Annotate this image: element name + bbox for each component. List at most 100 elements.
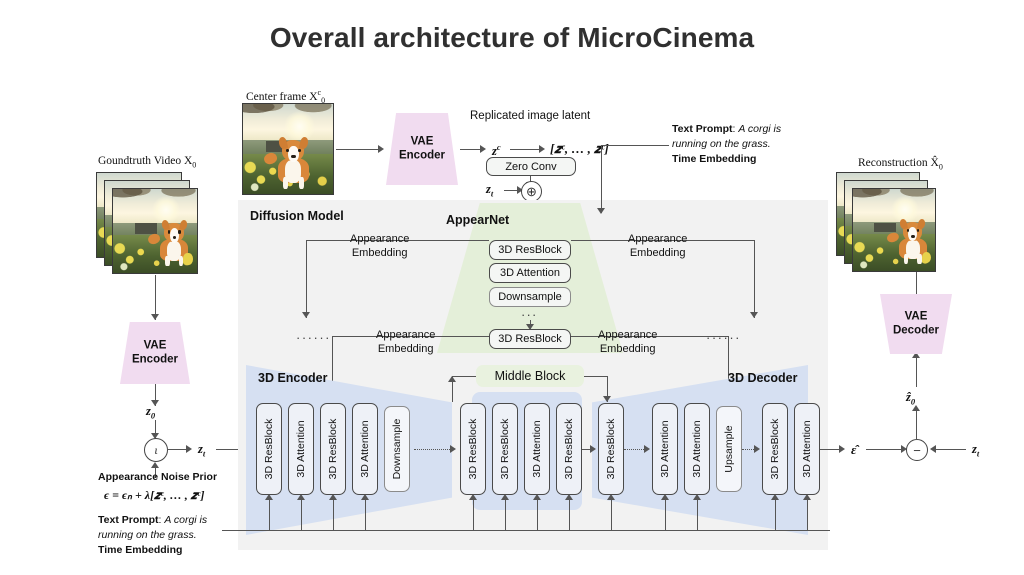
arrowhead — [839, 445, 845, 453]
decoder-block-3-upsample[interactable]: Upsample — [716, 406, 742, 492]
appearance-embedding-line-left-bottom — [332, 336, 489, 337]
line-epshat-to-minus — [866, 449, 904, 450]
encoder-block-2[interactable]: 3D ResBlock — [320, 403, 346, 495]
noise-operator: ι — [144, 438, 168, 462]
appearance-embedding-drop-right-top — [754, 240, 755, 318]
bus-riser-3 — [365, 497, 366, 530]
vae-encoder-left-label2: Encoder — [131, 354, 178, 366]
encoder-block-4-downsample[interactable]: Downsample — [384, 406, 410, 492]
decoder-block-4[interactable]: 3D ResBlock — [762, 403, 788, 495]
arrowhead — [450, 445, 456, 453]
latent-zt-top-label: zt — [486, 182, 493, 199]
bus-riser-2 — [333, 497, 334, 530]
encoder-block-5[interactable]: 3D ResBlock — [460, 403, 486, 495]
zero-conv-block[interactable]: Zero Conv — [486, 157, 576, 176]
bus-riser-1 — [301, 497, 302, 530]
decoder-block-1[interactable]: 3D Attention — [652, 403, 678, 495]
arrowhead — [480, 145, 486, 153]
noise-glyph: ι — [154, 443, 158, 457]
encoder-block-1[interactable]: 3D Attention — [288, 403, 314, 495]
middle-block-1[interactable]: 3D Attention — [524, 403, 550, 495]
decoder-block-2-label: 3D Attention — [691, 420, 703, 478]
encoder-block-0[interactable]: 3D ResBlock — [256, 403, 282, 495]
arrowhead — [151, 314, 159, 320]
arrowhead — [448, 376, 456, 382]
arrow-vae-to-zc — [460, 149, 482, 150]
vae-decoder: VAE Decoder — [880, 294, 952, 354]
encoder-block-3[interactable]: 3D Attention — [352, 403, 378, 495]
decoder-block-5[interactable]: 3D Attention — [794, 403, 820, 495]
bus-riser-12 — [807, 497, 808, 530]
replicated-latent-expr: [𝒛ᶜ, … , 𝒛ᶜ] — [550, 141, 609, 156]
drop-middleblock-right — [607, 376, 608, 402]
appearance-embedding-label-left-top: Appearance Embedding — [350, 232, 409, 261]
arrowhead — [501, 494, 509, 500]
appearnet-block-resblock-1[interactable]: 3D ResBlock — [489, 240, 571, 260]
middle-block-label: Middle Block — [476, 365, 584, 387]
arrowhead — [771, 494, 779, 500]
arrowhead — [603, 396, 611, 402]
appearance-embedding-line1: Appearance — [598, 329, 658, 341]
appearnet-title: AppearNet — [446, 213, 510, 227]
encoder-block-1-label: 3D Attention — [295, 420, 307, 478]
encoder-ellipsis-dash — [414, 449, 452, 450]
bus-riser-4 — [473, 497, 474, 530]
appearnet-block-attention[interactable]: 3D Attention — [489, 263, 571, 283]
zc-symbol: z — [492, 144, 497, 159]
decoder-block-0[interactable]: 3D ResBlock — [598, 403, 624, 495]
latent-zc-label: zc — [492, 142, 501, 159]
decoder-block-2[interactable]: 3D Attention — [684, 403, 710, 495]
arrowhead — [151, 400, 159, 406]
middle-block-2[interactable]: 3D ResBlock — [556, 403, 582, 495]
vae-encoder-top-label2: Encoder — [398, 150, 445, 162]
ellipsis-left: ······ — [296, 330, 331, 345]
text-prompt-bottom-label: Text Prompt — [98, 514, 159, 526]
vae-encoder-left-label1: VAE — [143, 339, 167, 352]
appearnet-block-downsample[interactable]: Downsample — [489, 287, 571, 307]
middle-block-0-label: 3D ResBlock — [499, 418, 511, 480]
groundtruth-caption-text: Goundtruth Video X — [98, 155, 193, 167]
line-zt-to-minus — [936, 449, 966, 450]
encoder-block-0-label: 3D ResBlock — [263, 418, 275, 480]
time-embedding-top-label: Time Embedding — [672, 152, 757, 165]
appearance-embedding-line1: Appearance — [350, 233, 410, 245]
line-groundtruth-to-vae — [155, 275, 156, 320]
appearance-noise-prior-equation: ϵ = ϵₙ + λ[𝒛ᶜ, … , 𝒛ᶜ] — [104, 487, 205, 502]
appearance-embedding-label-right-bottom: Appearance Embedding — [598, 328, 657, 357]
bus-riser-7 — [569, 497, 570, 530]
line-zhat0-to-vaedec — [916, 355, 917, 387]
appearnet-block-resblock-2[interactable]: 3D ResBlock — [489, 329, 571, 349]
vae-decoder-label1: VAE — [904, 310, 928, 323]
arrow-centerframe-to-vae — [336, 149, 380, 150]
arrowhead — [912, 405, 920, 411]
middle-block-0[interactable]: 3D ResBlock — [492, 403, 518, 495]
groundtruth-caption: Goundtruth Video X0 — [98, 155, 196, 169]
decoder-block-1-label: 3D Attention — [659, 420, 671, 478]
vae-encoder-top-label1: VAE — [410, 135, 434, 148]
text-prompt-top-line1: A corgi is — [738, 123, 782, 135]
appearance-embedding-drop-left-bottom — [332, 336, 333, 404]
diffusion-model-title: Diffusion Model — [250, 209, 344, 223]
text-prompt-top: Text Prompt: A corgi is running on the g… — [672, 122, 781, 167]
text-prompt-top-line2: running on the grass. — [672, 137, 771, 150]
center-frame-image — [242, 103, 334, 195]
appearance-embedding-line2: Embedding — [377, 343, 434, 356]
decoder-dash-2 — [742, 449, 756, 450]
arrowhead — [186, 445, 192, 453]
line-decoder-to-epshat — [820, 449, 842, 450]
bus-riser-5 — [505, 497, 506, 530]
output-epsilon-hat: ε̂ — [851, 442, 857, 457]
bus-riser-10 — [697, 497, 698, 530]
sum-operator: ⊕ — [521, 181, 542, 202]
arrowhead — [539, 145, 545, 153]
latent-z0-label: z0 — [146, 404, 155, 421]
vae-encoder-top: VAE Encoder — [386, 113, 458, 185]
ellipsis-right: ······ — [706, 330, 741, 345]
z0-subscript: 0 — [150, 410, 156, 421]
arrow-zc-to-replicated — [510, 149, 542, 150]
arrow-zt-to-encoder — [216, 449, 252, 450]
appearance-embedding-line1: Appearance — [376, 329, 436, 341]
zt-subscript: t — [202, 448, 206, 459]
appearance-embedding-line-left-top — [306, 240, 489, 241]
appearance-noise-prior: Appearance Noise Prior ϵ = ϵₙ + λ[𝒛ᶜ, … … — [98, 470, 217, 505]
